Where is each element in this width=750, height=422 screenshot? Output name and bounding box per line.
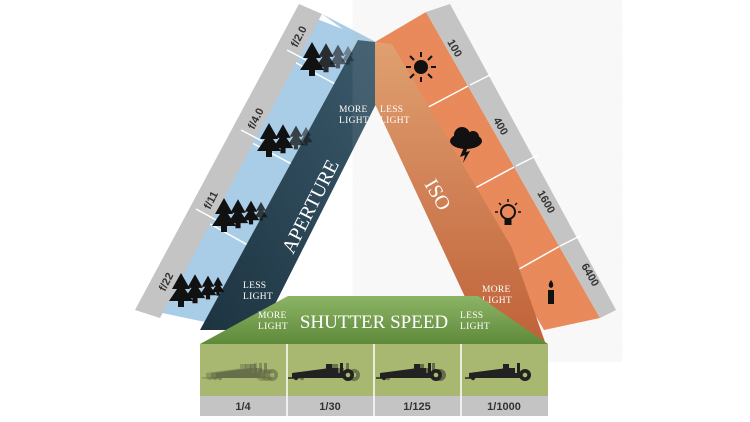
aperture-leg: f/2.0 f/4.0 f/11 f/22 APERTURE MORE LIGH… (135, 4, 376, 330)
shutter-less-light: LESS LIGHT (460, 311, 490, 332)
shutter-tick-1: 1/30 (319, 401, 340, 413)
aperture-less-light: LESS LIGHT (243, 281, 273, 302)
storm-cloud-icon (450, 127, 482, 163)
shutter-title: SHUTTER SPEED (300, 312, 448, 333)
shutter-tick-0: 1/4 (235, 401, 251, 413)
aperture-more-light: MORE LIGHT (339, 105, 370, 126)
iso-band (375, 42, 545, 342)
light-bulb-icon (495, 199, 521, 225)
iso-less-light: LESS LIGHT (380, 105, 410, 126)
iso-more-light: MORE LIGHT (482, 285, 513, 306)
aperture-band (200, 40, 376, 330)
shutter-tick-2: 1/125 (403, 401, 431, 413)
shutter-tick-3: 1/1000 (487, 401, 521, 413)
shutter-leg: SHUTTER SPEED MORE LIGHT LESS LIGHT (200, 296, 548, 416)
shutter-more-light: MORE LIGHT (258, 311, 289, 332)
aperture-tick-strip (135, 4, 322, 318)
sun-icon (406, 52, 436, 82)
candle-icon (548, 280, 554, 304)
iso-leg: 100 400 1600 6400 ISO LESS LIGHT MORE LI… (375, 4, 616, 342)
shutter-band (200, 296, 548, 344)
